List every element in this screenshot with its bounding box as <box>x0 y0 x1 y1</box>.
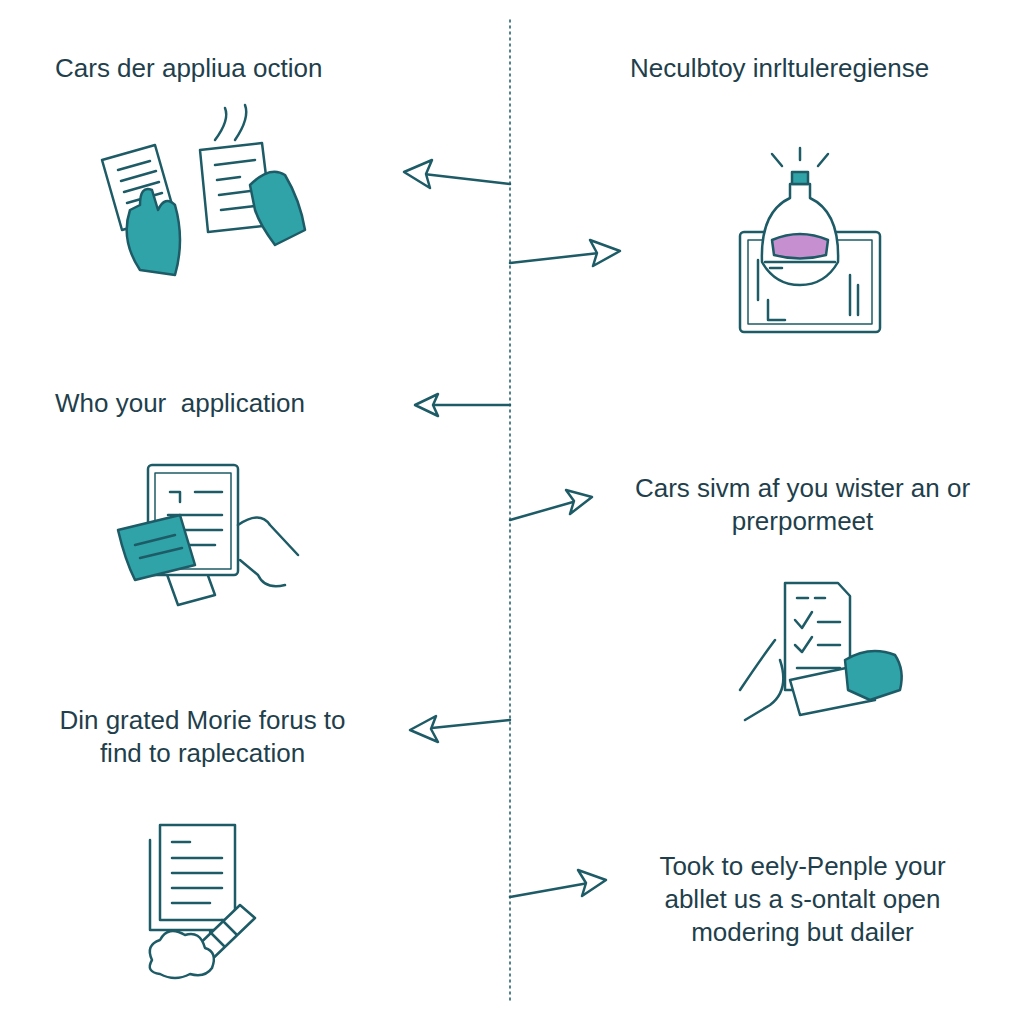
divider-line <box>509 20 511 1000</box>
step-label: Cars sivm af you wister an or prerpormee… <box>630 472 975 538</box>
document-pencil-icon <box>150 825 255 978</box>
documents-hands-icon <box>102 105 305 275</box>
monitor-bottle-icon <box>740 148 880 332</box>
step-label: Who your application <box>55 387 385 420</box>
step-label: Cars der appliua oction <box>55 52 385 85</box>
checklist-document-icon <box>740 583 902 720</box>
document-stack-hand-icon <box>118 465 298 605</box>
step-label: Took to eely-Penple your abllet us a s-o… <box>635 850 970 949</box>
arrows <box>404 160 620 897</box>
step-label: Din grated Morie forus to find to raplec… <box>50 704 355 770</box>
step-label: Neculbtoy inrltuleregiense <box>630 52 990 85</box>
